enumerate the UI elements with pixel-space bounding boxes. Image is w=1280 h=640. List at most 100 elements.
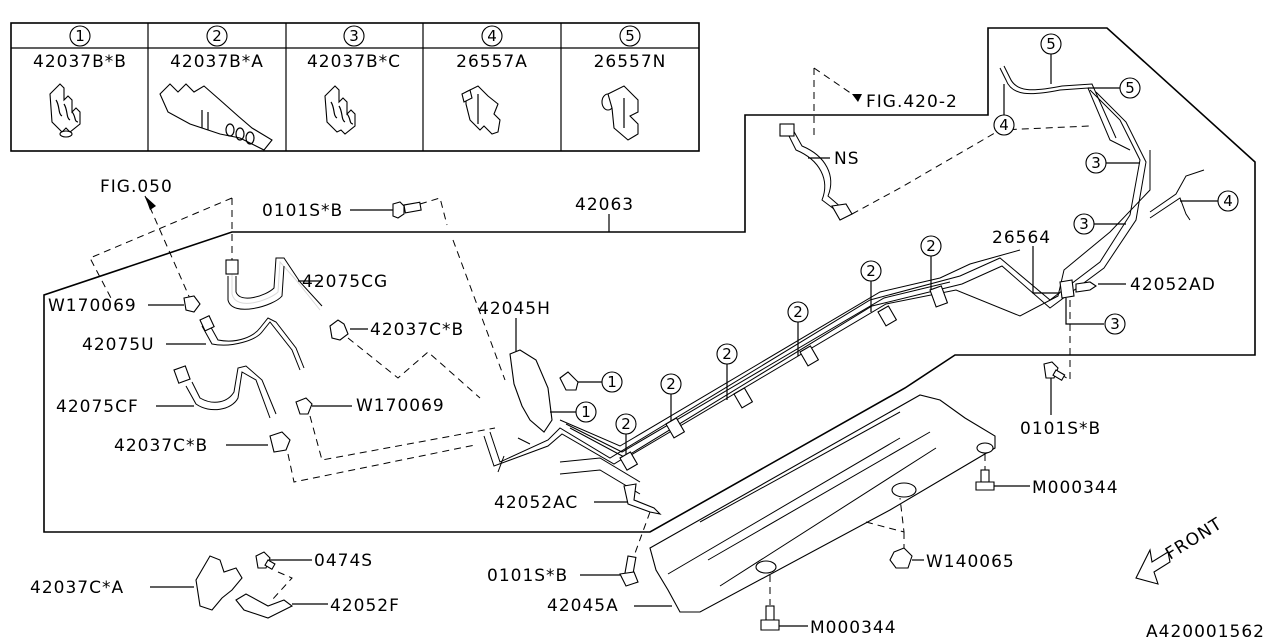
front-direction-indicator: FRONT (1135, 514, 1226, 585)
callout-5: 5 (1125, 79, 1135, 97)
label-clamp-w170069-lower[interactable]: W170069 (356, 396, 445, 416)
dashed-leader (271, 571, 293, 601)
hose-42075cf (173, 365, 277, 419)
callout-3: 3 (1091, 154, 1101, 172)
label-clamp-w170069-upper[interactable]: W170069 (48, 296, 137, 316)
callout-circle[interactable] (787, 301, 809, 323)
legend-number: 4 (487, 27, 497, 45)
label-hose-42075u[interactable]: 42075U (82, 335, 155, 355)
bolt-0474s (255, 551, 276, 570)
legend-table: 1 42037B*B 2 42037B*A 3 42037B*C 4 (10, 22, 700, 152)
callout-2: 2 (722, 345, 732, 363)
callouts-2: 2 2 2 2 2 2 (615, 235, 949, 471)
callout-2: 2 (926, 237, 936, 255)
clamp-icon (461, 85, 501, 135)
drawing-id: A420001562 (1146, 622, 1265, 640)
clip-42037ca (195, 555, 243, 611)
label-bracket-42045h[interactable]: 42045H (478, 299, 551, 319)
label-clip-42037cb-upper[interactable]: 42037C*B (370, 320, 464, 340)
label-clip-w140065[interactable]: W140065 (926, 552, 1015, 572)
callout-2: 2 (793, 303, 803, 321)
front-arrow-icon (1135, 548, 1171, 585)
callout-circle[interactable] (1104, 313, 1126, 335)
callout-circle[interactable] (615, 413, 637, 435)
label-bracket-42052ad[interactable]: 42052AD (1130, 275, 1216, 295)
label-bolt-0101s-top[interactable]: 0101S*B (262, 201, 343, 221)
front-label: FRONT (1162, 514, 1226, 564)
label-hose-42075cg[interactable]: 42075CG (302, 272, 388, 292)
callout-circle[interactable] (1217, 190, 1239, 212)
callout-circle[interactable] (993, 114, 1015, 136)
legend-number-circle (343, 25, 365, 47)
bolt-0101s-bottom (619, 555, 639, 587)
bolt-icon (392, 201, 422, 219)
cover-42045a (649, 394, 996, 613)
label-hose-42075cf[interactable]: 42075CF (56, 397, 139, 417)
legend-number-circle (481, 25, 503, 47)
callout-circle[interactable] (660, 373, 682, 395)
hose-42075cg (225, 257, 323, 311)
legend-number-circle (69, 25, 91, 47)
callout-circle[interactable] (716, 343, 738, 365)
legend-number: 3 (349, 27, 359, 45)
leader-line (1032, 246, 1060, 294)
callout-circle[interactable] (601, 371, 623, 393)
leader-line (1065, 298, 1104, 325)
label-26564[interactable]: 26564 (992, 228, 1051, 248)
callout-5: 5 (1046, 35, 1056, 53)
bracket-42052ac (623, 483, 662, 515)
legend-border (10, 22, 700, 152)
bolt-0101s-right (1043, 361, 1066, 381)
dashed-leader (89, 197, 233, 301)
legend-number: 2 (212, 27, 222, 45)
legend-part-number: 26557A (456, 52, 528, 72)
fig-050-reference[interactable]: FIG.050 (100, 177, 173, 197)
label-cover-42045a[interactable]: 42045A (547, 596, 619, 616)
clip-3-slot-icon (49, 83, 81, 138)
label-bolt-m000344-lower[interactable]: M000344 (810, 618, 897, 638)
callout-4: 4 (999, 116, 1009, 134)
legend-part-number: 42037B*B (33, 52, 127, 72)
legend-part-number: 42037B*A (170, 52, 264, 72)
callout-circle[interactable] (1040, 33, 1062, 55)
fig-420-2-arrow-icon (852, 94, 862, 102)
fig-420-2-reference[interactable]: FIG.420-2 (866, 92, 958, 112)
callout-2: 2 (866, 262, 876, 280)
callout-circle[interactable] (920, 235, 942, 257)
legend-number: 5 (625, 27, 635, 45)
label-clip-42037ca[interactable]: 42037C*A (30, 578, 124, 598)
label-bolt-m000344-upper[interactable]: M000344 (1032, 478, 1119, 498)
callout-2: 2 (621, 415, 631, 433)
clip-long-icon (159, 83, 273, 151)
label-bracket-42052f[interactable]: 42052F (330, 596, 400, 616)
legend-number-circle (619, 25, 641, 47)
dashed-leader (287, 444, 476, 483)
pipe-bundle (483, 65, 1205, 495)
label-42063[interactable]: 42063 (575, 195, 634, 215)
clip-42037cb-upper (329, 319, 349, 341)
legend-number-circle (206, 25, 228, 47)
clip-42037bb (559, 371, 579, 391)
label-bolt-0474s[interactable]: 0474S (314, 551, 373, 571)
callout-circle[interactable] (1119, 77, 1141, 99)
fig-050-arrow-icon (145, 196, 156, 210)
callout-circle[interactable] (860, 260, 882, 282)
label-bolt-0101s-bottom[interactable]: 0101S*B (487, 566, 568, 586)
label-ns[interactable]: NS (834, 149, 860, 169)
dashed-leader (813, 67, 853, 140)
clamp-w170069-upper (183, 295, 201, 313)
callout-circle[interactable] (1073, 213, 1095, 235)
label-bolt-0101s-right[interactable]: 0101S*B (1020, 419, 1101, 439)
callout-3: 3 (1110, 315, 1120, 333)
bolt-m000344-lower (760, 605, 780, 631)
label-clip-42037cb-lower[interactable]: 42037C*B (114, 436, 208, 456)
connector-26564 (1059, 279, 1075, 299)
callout-circle[interactable] (575, 401, 597, 423)
callout-1: 1 (607, 373, 617, 391)
clamp-block-icon (601, 85, 639, 141)
bracket-42052ad (1075, 281, 1097, 293)
dashed-leader (347, 337, 481, 399)
legend-number: 1 (75, 27, 85, 45)
callout-circle[interactable] (1085, 152, 1107, 174)
label-bracket-42052ac[interactable]: 42052AC (494, 493, 578, 513)
